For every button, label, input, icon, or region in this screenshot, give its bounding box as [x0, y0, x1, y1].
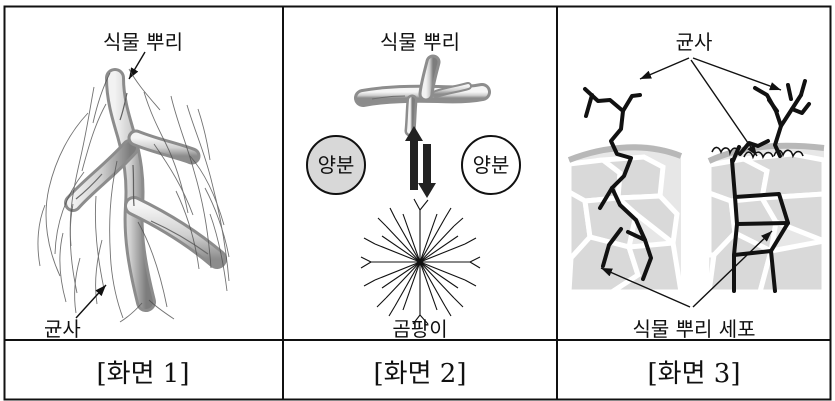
left-surface — [567, 144, 683, 163]
panel-2: 식물 뿌리 양분 양분 — [306, 30, 521, 389]
panel-1-top-label: 식물 뿌리 — [103, 30, 183, 54]
panel-1: 식물 뿌리 — [37, 30, 230, 389]
panel-3-caption: [화면 3] — [648, 359, 741, 389]
right-surface — [707, 142, 825, 164]
panel-2-bottom-label: 곰팡이 — [392, 317, 447, 341]
panel-3-arrow-mid — [690, 59, 758, 157]
fungus-network — [360, 198, 481, 325]
panel-1-bottom-label: 균사 — [44, 317, 81, 341]
hyphae-lines-panel-1 — [37, 68, 230, 323]
right-nutrient-circle — [461, 135, 521, 195]
panel-1-top-arrow — [128, 51, 146, 80]
panel-3-bottom-arrow-right — [692, 230, 773, 308]
mini-root-illustration — [354, 54, 491, 137]
panel-1-caption: [화면 1] — [97, 359, 190, 389]
left-nutrient-label: 양분 — [318, 153, 355, 177]
exchange-arrows — [405, 126, 436, 198]
panel-3-arrow-left — [639, 57, 690, 80]
panel-3-bottom-label: 식물 뿌리 세포 — [632, 317, 755, 341]
panel-3-bottom-arrow-left — [600, 267, 691, 308]
right-nutrient-label: 양분 — [473, 153, 510, 177]
left-nutrient-circle — [306, 135, 366, 195]
panel-3: 균사 — [566, 30, 827, 389]
root-drawing — [64, 68, 227, 312]
panel-2-caption: [화면 2] — [374, 359, 467, 389]
panel-1-bottom-arrow — [75, 284, 107, 319]
hyphae-black-network — [583, 79, 811, 293]
panel-2-top-label: 식물 뿌리 — [380, 30, 460, 54]
panel-3-arrow-right — [692, 57, 782, 91]
panel-3-top-label: 균사 — [676, 30, 713, 54]
